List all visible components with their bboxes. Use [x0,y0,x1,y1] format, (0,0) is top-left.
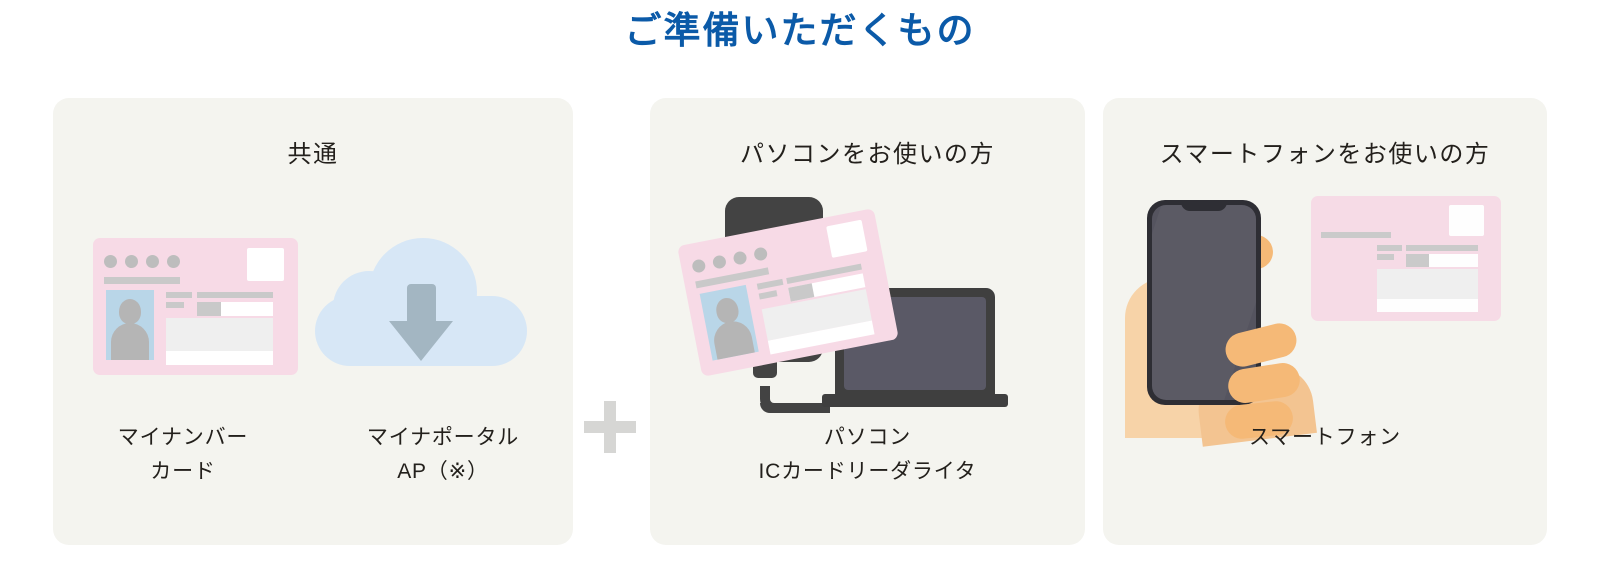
card-dot-3 [146,255,159,268]
card-field-2 [166,351,273,365]
card-line-3 [1377,254,1394,260]
cloud-download-icon [315,238,527,375]
card-block [1377,269,1478,299]
card-line-3 [758,290,778,300]
card-photo [106,290,154,360]
hand-holding-smartphone-icon [1103,188,1547,447]
card-photo [699,284,759,361]
card-field-label [197,302,221,316]
page-title: ご準備いただくもの [624,10,976,51]
card-line-2 [1377,245,1402,251]
card-dot-4 [167,255,180,268]
card-dot-1 [104,255,117,268]
panel-phone: スマートフォンをお使いの方 [1103,98,1547,545]
card-photo-body [710,318,756,361]
laptop [835,288,995,398]
mynumber-card-background-icon [1311,196,1501,321]
mynumber-card-body [93,238,298,375]
card-photo-body [111,323,149,360]
panel-pc-title: パソコンをお使いの方 [740,141,995,168]
card-line-1 [104,277,180,284]
mynumber-card-body [1311,196,1501,321]
card-chip [826,219,868,258]
card-line-3 [166,302,184,308]
card-dot-2 [711,254,728,270]
card-line-4 [197,292,273,298]
card-line-2 [166,292,192,298]
caption-mynumber-card: マイナンバー カード [117,426,249,483]
card-line-1 [1321,232,1391,238]
card-photo-head [119,299,141,324]
caption-pc-reader: パソコン ICカードリーダライタ [758,426,977,483]
smartphone-notch [1181,200,1227,211]
card-line-2 [756,278,784,290]
mynumber-card-icon [93,238,298,375]
card-block [166,318,273,351]
card-dot-1 [691,258,707,274]
card-dot-2 [125,255,138,268]
card-chip [247,248,284,281]
card-dot-3 [732,250,748,266]
cable-horizontal [760,403,830,413]
plus-icon [584,401,636,453]
panel-phone-title: スマートフォンをお使いの方 [1159,141,1491,168]
card-field-2 [1377,299,1478,312]
requirements-panel-row: 共通 [0,98,1600,545]
panel-pc: パソコンをお使いの方 [650,98,1085,545]
caption-smartphone: スマートフォン [1249,426,1401,449]
card-dot-4 [753,246,769,262]
panel-common: 共通 [53,98,573,545]
laptop-base [822,394,1008,407]
pc-card-reader-icon [650,188,1085,438]
smartphone-screen [1152,205,1256,400]
caption-myna-portal-ap: マイナポータル AP（※） [366,426,520,483]
card-chip [1449,205,1484,236]
panel-common-title: 共通 [287,141,339,168]
smartphone [1147,200,1261,405]
card-line-4 [1406,245,1478,251]
card-field-label [1406,254,1429,267]
download-arrow-head [389,321,453,361]
